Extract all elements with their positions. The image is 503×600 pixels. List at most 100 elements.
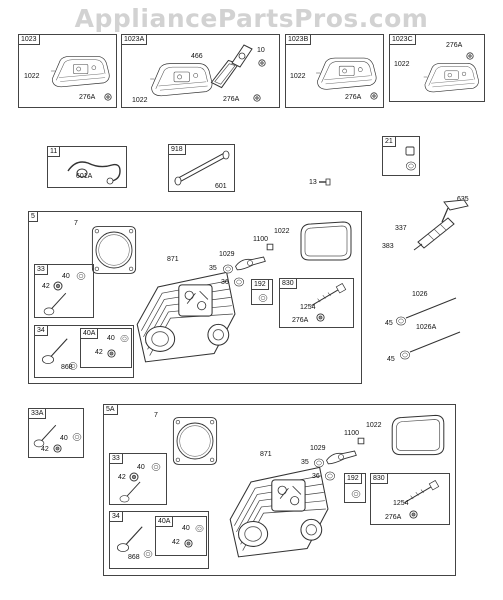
part-label-635: 635 [457, 196, 469, 203]
kit-box-192: 192 [251, 279, 273, 305]
part-label-40: 40 [62, 273, 70, 280]
kit-tag-1023c: 1023C [390, 35, 416, 45]
part-label-1026: 1026 [412, 291, 428, 298]
kit-tag-830: 830 [280, 279, 297, 289]
rocker-stud-illustration [356, 436, 366, 446]
part-label-868: 868 [61, 364, 73, 371]
kit-box-830: 830 1254 276A [370, 473, 450, 525]
part-label-276a: 276A [345, 94, 362, 101]
part-label-1022: 1022 [394, 61, 410, 68]
part-label-1026a: 1026A [416, 324, 437, 331]
valve-seal-illustration [119, 333, 130, 344]
valve-cover-illustration [146, 55, 216, 103]
part-label-7: 7 [74, 220, 78, 227]
part-label-40: 40 [107, 335, 115, 342]
part-label-1254: 1254 [393, 500, 409, 507]
rocker-stud-illustration [265, 242, 275, 252]
valve-seal-illustration [194, 523, 205, 534]
retainer-illustration [398, 348, 412, 362]
part-label-10: 10 [257, 47, 265, 54]
part-label-1100: 1100 [253, 236, 269, 243]
part-label-45-bottom: 45 [387, 356, 395, 363]
valve-spring-cap-illustration [221, 262, 235, 276]
grommet-illustration [104, 93, 112, 101]
kit-box-1023: 1023 1022 276A [18, 34, 117, 108]
valve-spring-cap-illustration [312, 456, 326, 470]
grommet-illustration [409, 510, 418, 519]
oil-filler-cap-illustration [403, 145, 417, 157]
kit-box-11: 11 601A [47, 146, 127, 188]
part-label-276a: 276A [292, 317, 309, 324]
part-label-1029: 1029 [310, 445, 326, 452]
part-label-40: 40 [182, 525, 190, 532]
part-label-42: 42 [172, 539, 180, 546]
kit-tag-192: 192 [252, 280, 269, 290]
head-gasket-illustration [168, 413, 222, 469]
valve-cover-illustration [420, 57, 482, 97]
kit-box-21: 21 [382, 136, 420, 176]
kit-tag-33a: 33A [29, 409, 47, 419]
breather-tube-illustration [62, 155, 124, 185]
part-label-337: 337 [395, 225, 407, 232]
part-label-1022: 1022 [290, 73, 306, 80]
kit-tag-33: 33 [110, 454, 123, 464]
pushrod-illustration [404, 328, 464, 358]
part-label-1022: 1022 [366, 422, 382, 429]
kit-box-1023a: 1023A 466 10 1022 276A [121, 34, 280, 108]
kit-tag-11: 11 [48, 147, 61, 157]
part-label-42: 42 [118, 474, 126, 481]
kit-tag-34: 34 [110, 512, 123, 522]
kit-box-1023b: 1023B 1022 276A [285, 34, 384, 108]
rocker-arm-illustration [324, 448, 358, 466]
part-label-868: 868 [128, 554, 140, 561]
grommet-illustration [370, 92, 378, 100]
kit-tag-830: 830 [371, 474, 388, 484]
part-label-1254: 1254 [300, 304, 316, 311]
part-label-36: 36 [312, 473, 320, 480]
assembly-tag-5a: 5A [104, 405, 118, 415]
valve-keeper-illustration [107, 349, 116, 358]
kit-tag-918: 918 [169, 145, 186, 155]
cover-gasket-illustration [386, 411, 450, 459]
part-label-601a: 601A [76, 173, 93, 180]
seal-ring-illustration [257, 292, 269, 304]
kit-box-34: 34 868 40A 40 42 [34, 325, 134, 378]
kit-tag-40a: 40A [156, 517, 174, 527]
spring-illustration [142, 548, 154, 560]
assembly-box-5a: 5A 7 871 1029 1100 1022 35 36 33 40 42 3… [103, 404, 456, 576]
seal-ring-illustration [403, 159, 419, 173]
screw-illustration [258, 59, 266, 67]
valve-seal-illustration [150, 461, 162, 473]
cover-gasket-illustration [295, 218, 357, 264]
valve-seal-illustration [71, 431, 83, 443]
part-label-36: 36 [221, 279, 229, 286]
kit-box-830: 830 1254 276A [279, 278, 354, 328]
breather-hose-illustration [173, 149, 233, 189]
part-label-1100: 1100 [344, 430, 360, 437]
kit-box-33: 33 40 42 [109, 453, 167, 505]
part-label-871: 871 [167, 256, 179, 263]
part-label-276a: 276A [385, 514, 402, 521]
part-label-42: 42 [95, 349, 103, 356]
part-label-40: 40 [60, 435, 68, 442]
part-label-1022: 1022 [132, 97, 148, 104]
valve-keeper-illustration [184, 539, 193, 548]
assembly-tag-5: 5 [29, 212, 38, 222]
kit-box-918: 918 601 [168, 144, 235, 192]
spark-plug-illustration [412, 198, 472, 254]
kit-box-34: 34 868 40A 40 42 [109, 511, 209, 569]
part-label-7: 7 [154, 412, 158, 419]
kit-tag-1023: 1023 [19, 35, 40, 45]
watermark-logo: AppliancePartsPros.com [74, 4, 429, 33]
part-label-35: 35 [209, 265, 217, 272]
assembly-box-5: 5 7 871 1029 1100 1022 35 36 33 40 42 34 [28, 211, 362, 384]
part-label-42: 42 [42, 283, 50, 290]
cylinder-head-illustration [125, 262, 243, 366]
kit-box-1023c: 1023C 276A 1022 [389, 34, 485, 102]
valve-cover-illustration [312, 51, 380, 95]
part-label-35: 35 [301, 459, 309, 466]
screw-illustration [317, 174, 331, 188]
part-label-466: 466 [191, 53, 203, 60]
kit-tag-34: 34 [35, 326, 48, 336]
valve-spring-illustration [323, 469, 337, 483]
